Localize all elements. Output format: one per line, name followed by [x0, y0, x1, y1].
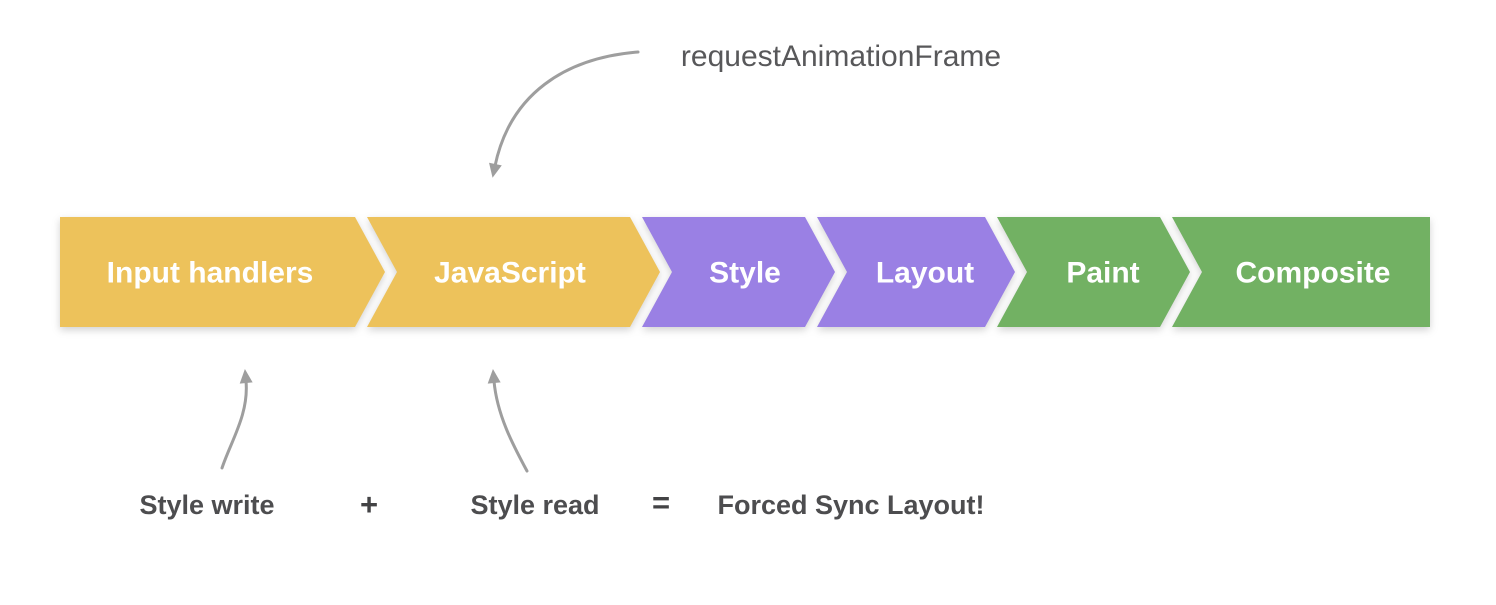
stage-shape-input-handlers	[60, 217, 385, 327]
stage-label-input-handlers: Input handlers	[107, 257, 314, 290]
stage-labels: Input handlers JavaScript Style Layout P…	[107, 257, 1391, 290]
stage-label-composite: Composite	[1235, 257, 1390, 290]
raf-label: requestAnimationFrame	[681, 40, 1001, 73]
stage-shape-style	[642, 217, 835, 327]
raf-arrow	[489, 50, 640, 178]
style-write-label: Style write	[139, 490, 274, 520]
stage-label-paint: Paint	[1066, 257, 1139, 290]
forced-sync-layout-label: Forced Sync Layout!	[717, 490, 984, 520]
style-write-arrow	[220, 369, 253, 470]
stage-label-layout: Layout	[876, 257, 974, 290]
style-read-arrow	[487, 369, 529, 473]
plus-sign: +	[360, 487, 378, 522]
pipeline-bar	[60, 217, 1430, 327]
stage-shape-javascript	[367, 217, 660, 327]
style-read-label: Style read	[470, 490, 599, 520]
stage-shape-layout	[817, 217, 1015, 327]
stage-label-javascript: JavaScript	[434, 257, 586, 290]
stage-shape-composite	[1172, 217, 1430, 327]
equals-sign: =	[652, 485, 670, 520]
stage-label-style: Style	[709, 257, 781, 290]
stage-shape-paint	[997, 217, 1190, 327]
